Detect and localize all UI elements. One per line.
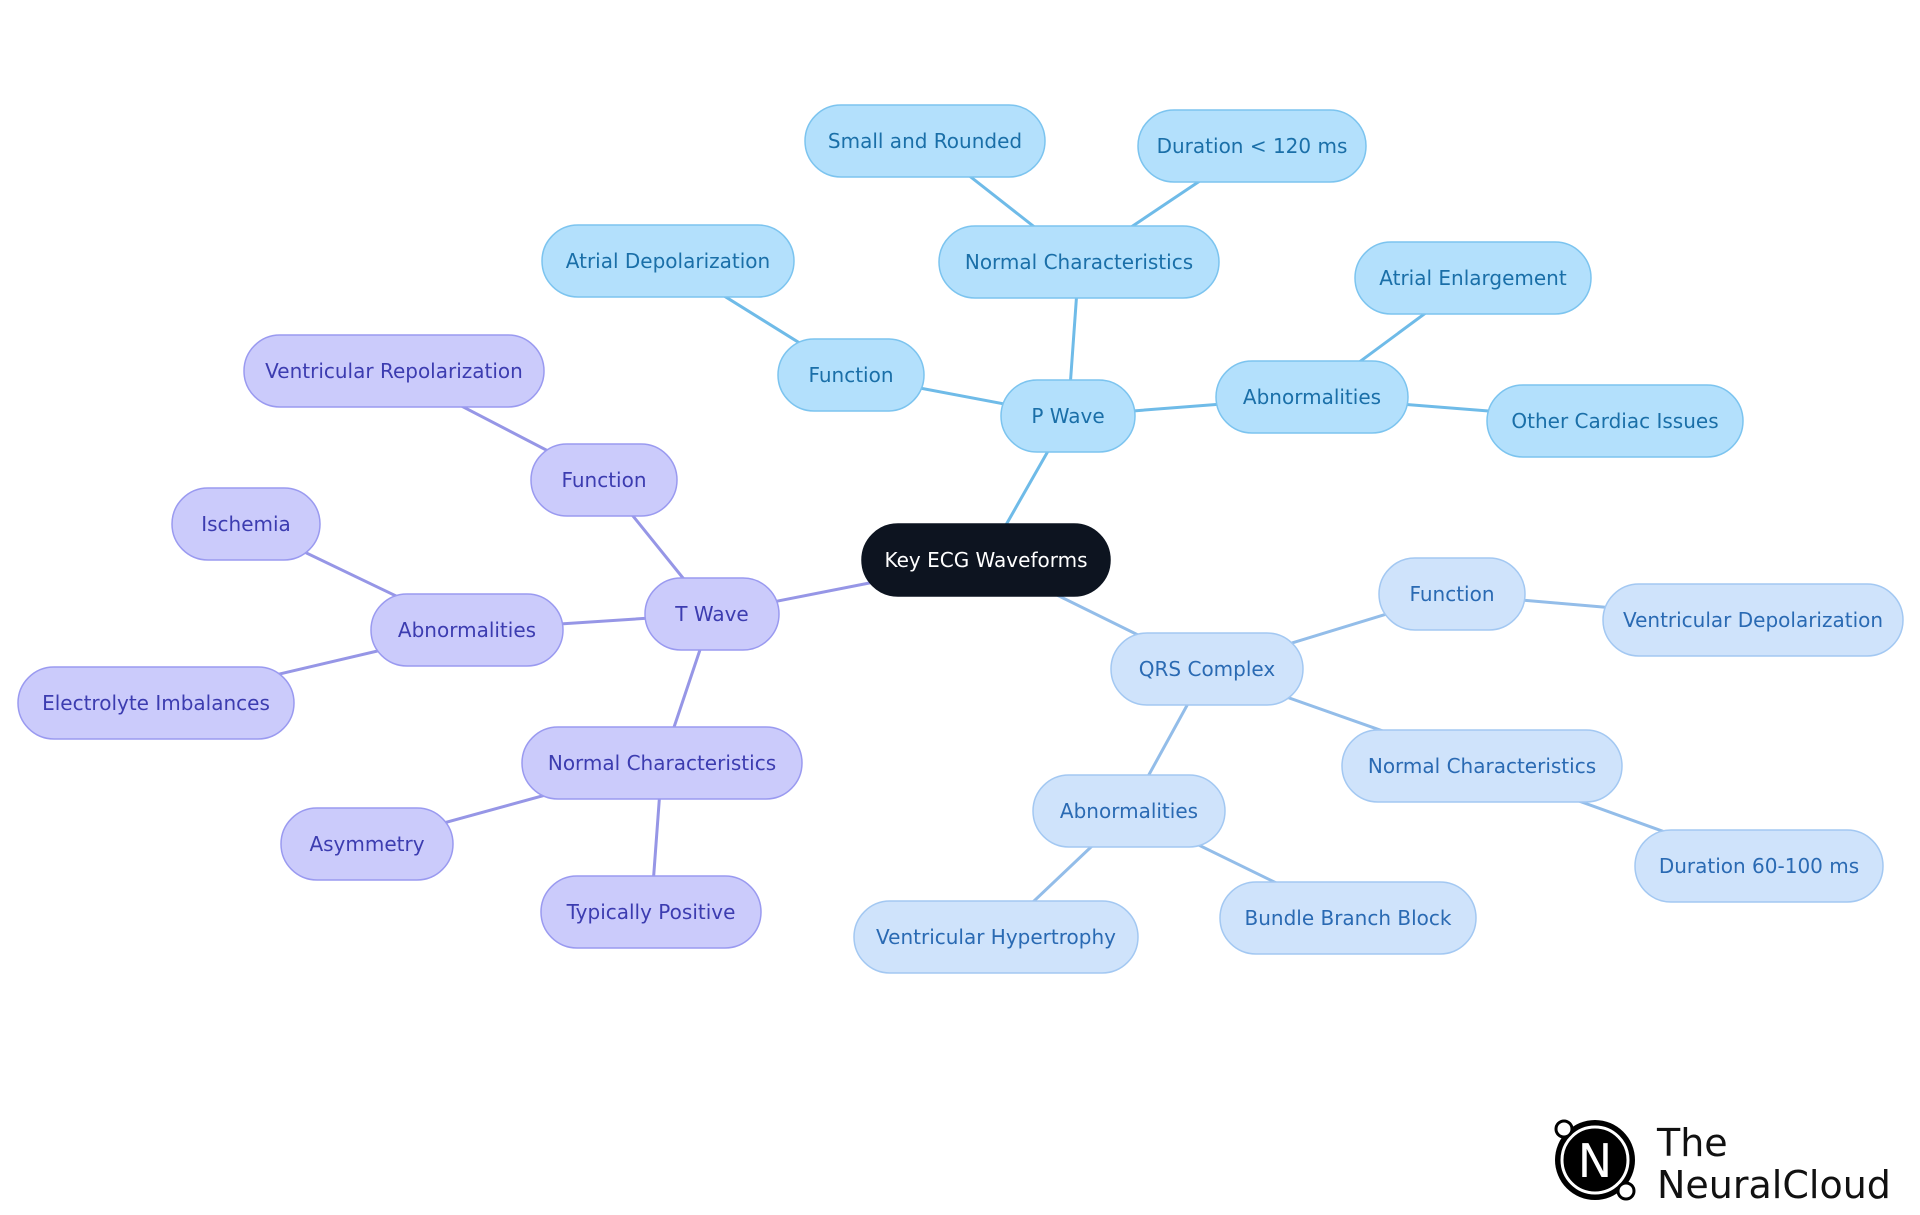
neuralcloud-logo: N The NeuralCloud xyxy=(1554,1119,1891,1207)
leaf-node-other-cardiac-issues[interactable]: Other Cardiac Issues xyxy=(1486,384,1744,458)
leaf-node-atrial-enlargement[interactable]: Atrial Enlargement xyxy=(1354,241,1592,315)
topic-node-qrs-complex-function-box xyxy=(1378,557,1526,631)
leaf-node-typically-positive-label: Typically Positive xyxy=(566,900,736,924)
leaf-node-electrolyte-imbalances-box xyxy=(17,666,295,740)
logo-mark-letter: N xyxy=(1578,1134,1612,1188)
branch-node-p-wave[interactable]: P Wave xyxy=(1000,379,1136,453)
leaf-node-atrial-enlargement-box xyxy=(1354,241,1592,315)
leaf-node-bundle-branch-block[interactable]: Bundle Branch Block xyxy=(1219,881,1477,955)
leaf-node-small-and-rounded-box xyxy=(804,104,1046,178)
branch-node-qrs-complex-label: QRS Complex xyxy=(1139,657,1276,681)
topic-node-t-wave-abnormalities[interactable]: Abnormalities xyxy=(370,593,564,667)
branch-node-p-wave-box xyxy=(1000,379,1136,453)
leaf-node-duration-120-ms-label: Duration < 120 ms xyxy=(1157,134,1348,158)
logo-text-line2: NeuralCloud xyxy=(1657,1163,1891,1207)
root-node[interactable]: Key ECG Waveforms xyxy=(861,523,1111,597)
topic-node-p-wave-abnormalities[interactable]: Abnormalities xyxy=(1215,360,1409,434)
topic-node-p-wave-abnormalities-label: Abnormalities xyxy=(1243,385,1381,409)
topic-node-t-wave-normal-characteristics[interactable]: Normal Characteristics xyxy=(521,726,803,800)
leaf-node-ischemia-box xyxy=(171,487,321,561)
leaf-node-other-cardiac-issues-label: Other Cardiac Issues xyxy=(1511,409,1718,433)
topic-node-qrs-complex-abnormalities[interactable]: Abnormalities xyxy=(1032,774,1226,848)
leaf-node-ventricular-hypertrophy-label: Ventricular Hypertrophy xyxy=(876,925,1116,949)
leaf-node-atrial-depolarization-box xyxy=(541,224,795,298)
logo-mark-icon: N xyxy=(1554,1119,1636,1201)
leaf-node-ventricular-repolarization[interactable]: Ventricular Repolarization xyxy=(243,334,545,408)
leaf-node-atrial-depolarization-label: Atrial Depolarization xyxy=(566,249,770,273)
branch-node-t-wave[interactable]: T Wave xyxy=(644,577,780,651)
root-node-box xyxy=(861,523,1111,597)
leaf-node-typically-positive[interactable]: Typically Positive xyxy=(540,875,762,949)
leaf-node-ventricular-hypertrophy[interactable]: Ventricular Hypertrophy xyxy=(853,900,1139,974)
leaf-node-asymmetry-box xyxy=(280,807,454,881)
topic-node-p-wave-normal-characteristics-box xyxy=(938,225,1220,299)
leaf-node-small-and-rounded[interactable]: Small and Rounded xyxy=(804,104,1046,178)
branch-node-t-wave-box xyxy=(644,577,780,651)
topic-node-qrs-complex-normal-characteristics-box xyxy=(1341,729,1623,803)
leaf-node-bundle-branch-block-label: Bundle Branch Block xyxy=(1245,906,1452,930)
leaf-node-ischemia[interactable]: Ischemia xyxy=(171,487,321,561)
leaf-node-duration-120-ms-box xyxy=(1137,109,1367,183)
topic-node-qrs-complex-normal-characteristics[interactable]: Normal Characteristics xyxy=(1341,729,1623,803)
leaf-node-asymmetry[interactable]: Asymmetry xyxy=(280,807,454,881)
topic-node-p-wave-function-box xyxy=(777,338,925,412)
leaf-node-ventricular-repolarization-box xyxy=(243,334,545,408)
leaf-node-small-and-rounded-label: Small and Rounded xyxy=(828,129,1022,153)
topic-node-t-wave-normal-characteristics-label: Normal Characteristics xyxy=(548,751,776,775)
branch-node-p-wave-label: P Wave xyxy=(1031,404,1104,428)
leaf-node-typically-positive-box xyxy=(540,875,762,949)
leaf-node-ventricular-depolarization[interactable]: Ventricular Depolarization xyxy=(1602,583,1904,657)
leaf-node-ventricular-depolarization-label: Ventricular Depolarization xyxy=(1623,608,1883,632)
topic-node-qrs-complex-function-label: Function xyxy=(1409,582,1494,606)
topic-node-p-wave-normal-characteristics[interactable]: Normal Characteristics xyxy=(938,225,1220,299)
leaf-node-electrolyte-imbalances-label: Electrolyte Imbalances xyxy=(42,691,270,715)
topic-node-t-wave-function-box xyxy=(530,443,678,517)
branch-node-qrs-complex[interactable]: QRS Complex xyxy=(1110,632,1304,706)
topic-node-t-wave-abnormalities-label: Abnormalities xyxy=(398,618,536,642)
leaf-node-atrial-depolarization[interactable]: Atrial Depolarization xyxy=(541,224,795,298)
leaf-node-asymmetry-label: Asymmetry xyxy=(309,832,424,856)
leaf-node-atrial-enlargement-label: Atrial Enlargement xyxy=(1379,266,1567,290)
leaf-node-bundle-branch-block-box xyxy=(1219,881,1477,955)
leaf-node-duration-60-100-ms-box xyxy=(1634,829,1884,903)
topic-node-qrs-complex-function[interactable]: Function xyxy=(1378,557,1526,631)
topic-node-qrs-complex-normal-characteristics-label: Normal Characteristics xyxy=(1368,754,1596,778)
logo-text-line1: The xyxy=(1656,1121,1728,1165)
leaf-node-duration-60-100-ms-label: Duration 60-100 ms xyxy=(1659,854,1859,878)
leaf-node-ischemia-label: Ischemia xyxy=(201,512,291,536)
root-node-label: Key ECG Waveforms xyxy=(884,548,1087,572)
topic-node-t-wave-function[interactable]: Function xyxy=(530,443,678,517)
topic-node-p-wave-function-label: Function xyxy=(808,363,893,387)
leaf-node-ventricular-repolarization-label: Ventricular Repolarization xyxy=(265,359,523,383)
topic-node-qrs-complex-abnormalities-label: Abnormalities xyxy=(1060,799,1198,823)
topic-node-t-wave-normal-characteristics-box xyxy=(521,726,803,800)
leaf-node-duration-60-100-ms[interactable]: Duration 60-100 ms xyxy=(1634,829,1884,903)
leaf-node-other-cardiac-issues-box xyxy=(1486,384,1744,458)
topic-node-p-wave-function[interactable]: Function xyxy=(777,338,925,412)
branch-node-t-wave-label: T Wave xyxy=(674,602,748,626)
topic-node-p-wave-abnormalities-box xyxy=(1215,360,1409,434)
topic-node-t-wave-function-label: Function xyxy=(561,468,646,492)
leaf-node-electrolyte-imbalances[interactable]: Electrolyte Imbalances xyxy=(17,666,295,740)
leaf-node-duration-120-ms[interactable]: Duration < 120 ms xyxy=(1137,109,1367,183)
topic-node-qrs-complex-abnormalities-box xyxy=(1032,774,1226,848)
leaf-node-ventricular-depolarization-box xyxy=(1602,583,1904,657)
branch-node-qrs-complex-box xyxy=(1110,632,1304,706)
topic-node-t-wave-abnormalities-box xyxy=(370,593,564,667)
leaf-node-ventricular-hypertrophy-box xyxy=(853,900,1139,974)
topic-node-p-wave-normal-characteristics-label: Normal Characteristics xyxy=(965,250,1193,274)
